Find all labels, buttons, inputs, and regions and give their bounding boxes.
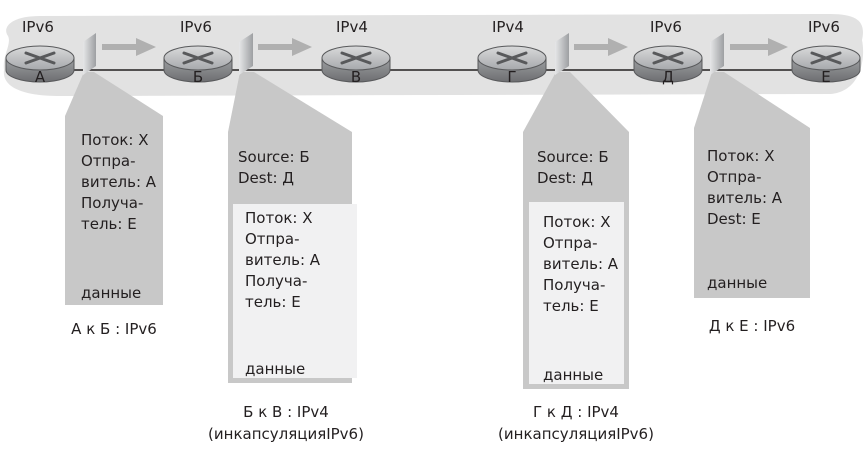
packet-d-e-data: данные	[543, 366, 604, 384]
packet-e-f-line-2: Отпра-	[707, 168, 762, 186]
router-icon-d: Г	[477, 45, 547, 86]
arrow-b-c	[258, 38, 312, 56]
protocol-label-d: IPv4	[492, 18, 524, 36]
packet-e-f-line-4: Dest: Е	[707, 210, 761, 228]
packet-a-b-line-4: Получа-	[81, 194, 144, 212]
protocol-label-b: IPv6	[180, 18, 212, 36]
protocol-label-c: IPv4	[336, 18, 368, 36]
packet-e-f-caption: Д к Е : IPv6	[708, 317, 796, 335]
packet-b-c-line-3: витель: А	[245, 251, 321, 269]
packet-d-e-line-3: витель: А	[543, 255, 619, 273]
packet-e-f-line-3: витель: А	[707, 189, 783, 207]
packet-b-c-inner-datagram	[233, 204, 357, 378]
packet-b-c-caption: Б к В : IPv4	[243, 403, 329, 421]
packet-d-e-taper	[523, 72, 629, 132]
protocol-label-a: IPv6	[22, 18, 54, 36]
packet-d-e-line-2: Отпра-	[543, 234, 598, 252]
router-label-b: Б	[193, 68, 203, 86]
packet-b-c-caption-note: (инкапсуляцияIPv6)	[208, 425, 364, 443]
packet-flag-a-b	[83, 33, 96, 75]
router-icon-f: Е	[791, 45, 861, 86]
packet-a-b-line-1: Поток: X	[81, 131, 149, 149]
packet-e-f-taper	[694, 72, 810, 128]
packet-box-e-f	[694, 128, 810, 298]
packet-d-e-outer-dest: Dest: Д	[537, 169, 594, 187]
packet-d-e-line-4: Получа-	[543, 276, 606, 294]
packet-d-e-line-1: Поток: X	[543, 213, 611, 231]
protocol-label-f: IPv6	[808, 18, 840, 36]
packet-flag-b-c	[239, 33, 253, 75]
router-icon-e: Д	[633, 45, 703, 86]
packet-b-c-line-1: Поток: X	[245, 209, 313, 227]
packet-b-c-taper	[228, 72, 352, 132]
router-icon-a: А	[5, 45, 75, 86]
packet-e-f-data: данные	[707, 274, 768, 292]
packet-a-b-caption: А к Б : IPv6	[71, 320, 157, 338]
router-label-e: Д	[662, 68, 674, 86]
router-label-f: Е	[821, 68, 830, 86]
router-label-d: Г	[507, 68, 516, 86]
packet-b-c-line-4: Получа-	[245, 272, 308, 290]
packet-d-e-outer-source: Source: Б	[537, 148, 609, 166]
arrow-a-b	[102, 38, 156, 56]
router-label-a: А	[35, 68, 46, 86]
arrow-e-f	[730, 38, 788, 56]
router-icon-b: Б	[163, 45, 233, 86]
packet-b-c-outer-dest: Dest: Д	[238, 169, 295, 187]
packet-d-e-line-5: тель: Е	[543, 297, 599, 315]
packet-a-b-line-5: тель: Е	[81, 215, 137, 233]
packet-a-b-line-3: витель: А	[81, 173, 157, 191]
packet-a-b-taper	[65, 72, 163, 116]
packet-d-e-caption: Г к Д : IPv4	[533, 403, 619, 421]
router-icon-c: В	[321, 45, 391, 86]
packet-e-f-line-1: Поток: X	[707, 147, 775, 165]
packet-box-a-b	[65, 116, 163, 305]
packet-b-c-line-5: тель: Е	[245, 293, 301, 311]
protocol-label-e: IPv6	[650, 18, 682, 36]
packet-a-b-line-2: Отпра-	[81, 152, 136, 170]
arrow-d-e	[574, 38, 628, 56]
packet-d-e-inner-datagram	[529, 202, 624, 384]
packet-b-c-line-2: Отпра-	[245, 230, 300, 248]
router-label-c: В	[351, 68, 361, 86]
packet-b-c-outer-source: Source: Б	[238, 148, 310, 166]
packet-flag-d-e	[555, 33, 569, 75]
packet-d-e-caption-note: (инкапсуляцияIPv6)	[498, 425, 654, 443]
packet-b-c-data: данные	[245, 360, 306, 378]
packet-a-b-data: данные	[81, 284, 142, 302]
packet-flag-e-f	[710, 33, 724, 75]
